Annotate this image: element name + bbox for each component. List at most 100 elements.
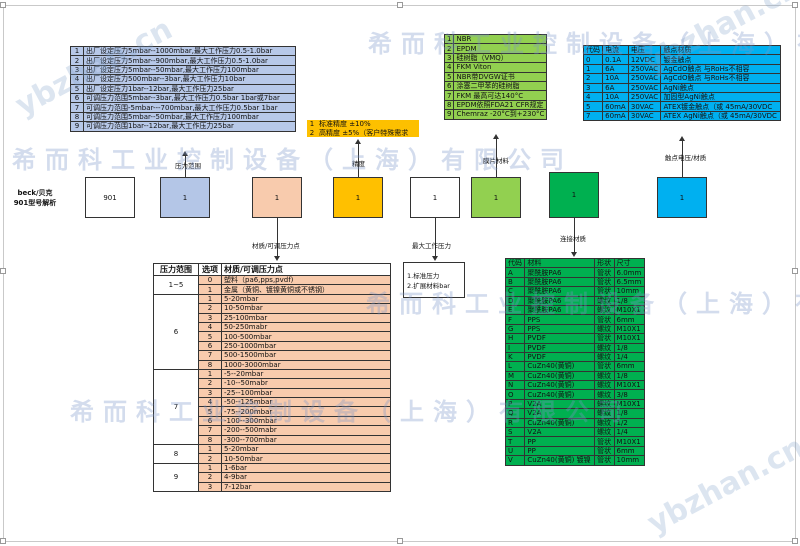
label-pressure-range: 压力范围 bbox=[175, 162, 201, 170]
resize-handle[interactable] bbox=[792, 268, 798, 274]
resize-handle[interactable] bbox=[0, 2, 6, 8]
table-cell: 可调压力范围1bar--12bar,最大工作压力25bar bbox=[83, 121, 296, 132]
table-cell: 10-50mbar bbox=[221, 453, 391, 464]
table-cell: G bbox=[504, 323, 526, 335]
table-cell: V2A bbox=[524, 427, 596, 438]
table-cell: N bbox=[504, 380, 526, 391]
resize-handle[interactable] bbox=[397, 2, 403, 8]
code-box-connection: 1 bbox=[549, 172, 599, 218]
label-max-pressure: 最大工作压力 bbox=[412, 242, 451, 250]
table-cell: 6A bbox=[602, 82, 629, 93]
resize-handle[interactable] bbox=[792, 538, 798, 544]
table-cell: Chemraz -20°C到+230°C bbox=[453, 109, 548, 120]
table-cell: 出厂设定压力500mbar--3bar,最大工作压力10bar bbox=[83, 74, 296, 85]
table-cell: 3 bbox=[198, 312, 222, 323]
table-cell: 100-500mbar bbox=[221, 331, 391, 342]
table-cell: 6A bbox=[602, 63, 629, 75]
table-header-cell: 代码 bbox=[582, 44, 604, 56]
table-cell: 6mm bbox=[613, 314, 646, 325]
table-cell: L bbox=[504, 361, 526, 372]
table-cell: 聚酰胺PA6 bbox=[524, 295, 596, 306]
table-cell: 30VAC bbox=[627, 110, 662, 122]
table-cell: NBR带DVGW证书 bbox=[453, 71, 548, 82]
connector-line bbox=[574, 218, 575, 254]
table-cell: 2 bbox=[70, 55, 84, 66]
resize-handle[interactable] bbox=[792, 2, 798, 8]
table-cell: 高精度 ±5%（客户特殊需求 bbox=[319, 128, 409, 137]
table-cell: 1 bbox=[198, 293, 222, 305]
table-cell: 5 bbox=[70, 83, 84, 94]
table-cell: 螺纹 bbox=[594, 398, 615, 410]
table-cell: M10X1 bbox=[613, 436, 646, 447]
table-cell: B bbox=[504, 276, 526, 288]
table-cell: 5 bbox=[198, 406, 222, 417]
table-header-row: 代码电流电压触点材质 bbox=[582, 44, 781, 56]
table-cell: M10X1 bbox=[613, 380, 646, 391]
table-header-cell: 压力范围 bbox=[153, 263, 199, 276]
table-cell: 7-12bar bbox=[221, 481, 391, 493]
table-cell: O bbox=[504, 389, 526, 400]
table-cell: 3 bbox=[198, 387, 222, 399]
resize-handle[interactable] bbox=[397, 538, 403, 544]
model-title-line2: 901型号解析 bbox=[13, 199, 57, 207]
range-group-cell: 8 bbox=[153, 444, 199, 464]
table-cell: 30VAC bbox=[627, 101, 662, 112]
table-cell: V bbox=[504, 455, 526, 466]
table-cell: 4 bbox=[70, 74, 84, 85]
table-cell: 6 bbox=[443, 80, 455, 92]
resize-handle[interactable] bbox=[0, 268, 6, 274]
table-cell: 可调压力范围5mbar--3bar,最大工作压力0.5bar 1bar或7bar bbox=[83, 92, 296, 104]
table-cell: CuZn40(黄铜) bbox=[524, 380, 596, 391]
table-cell: 管状 bbox=[594, 445, 615, 457]
table-cell: U bbox=[504, 445, 526, 457]
table-cell: 1/8 bbox=[613, 408, 646, 419]
table-cell: 1 bbox=[198, 284, 222, 295]
table-cell: 2 bbox=[198, 378, 222, 389]
table-cell: 4 bbox=[443, 62, 455, 73]
table-cell: 500-1500mbar bbox=[221, 350, 391, 361]
table-cell: 8 bbox=[198, 359, 222, 370]
table-cell: 管状 bbox=[594, 333, 615, 344]
table-cell: M10X1 bbox=[613, 323, 646, 335]
table-cell: 10A bbox=[602, 91, 629, 103]
table-cell: FKM 最高可达140°C bbox=[453, 90, 548, 101]
resize-handle[interactable] bbox=[0, 538, 6, 544]
table-cell: 1/4 bbox=[613, 351, 646, 363]
table-cell: 8 bbox=[70, 111, 84, 123]
table-cell: 管状 bbox=[594, 286, 615, 297]
table-cell: 出厂设定压力5mbar--50mbar,最大工作压力100mbar bbox=[83, 64, 296, 76]
table-cell: 螺纹 bbox=[594, 342, 615, 353]
table-cell: 5 bbox=[582, 101, 604, 112]
table-cell: 1 bbox=[70, 45, 84, 57]
table-cell: AgCdO触点 与RoHs不相容 bbox=[660, 73, 781, 84]
table-cell: 8 bbox=[443, 99, 455, 111]
table-cell: 螺纹 bbox=[594, 370, 615, 382]
table-cell: AgNi触点 bbox=[660, 82, 781, 93]
table-cell: 4 bbox=[198, 321, 222, 333]
arrow-down-icon bbox=[571, 252, 577, 257]
table-cell: 塑料（pa6,pps,pvdf) bbox=[221, 274, 391, 286]
table-cell: 1/4 bbox=[613, 427, 646, 438]
table-cell: 1/8 bbox=[613, 342, 646, 353]
table-header-cell: 材质/可调压力点 bbox=[221, 263, 391, 276]
table-cell: C bbox=[504, 286, 526, 297]
table-cell: D bbox=[504, 295, 526, 306]
